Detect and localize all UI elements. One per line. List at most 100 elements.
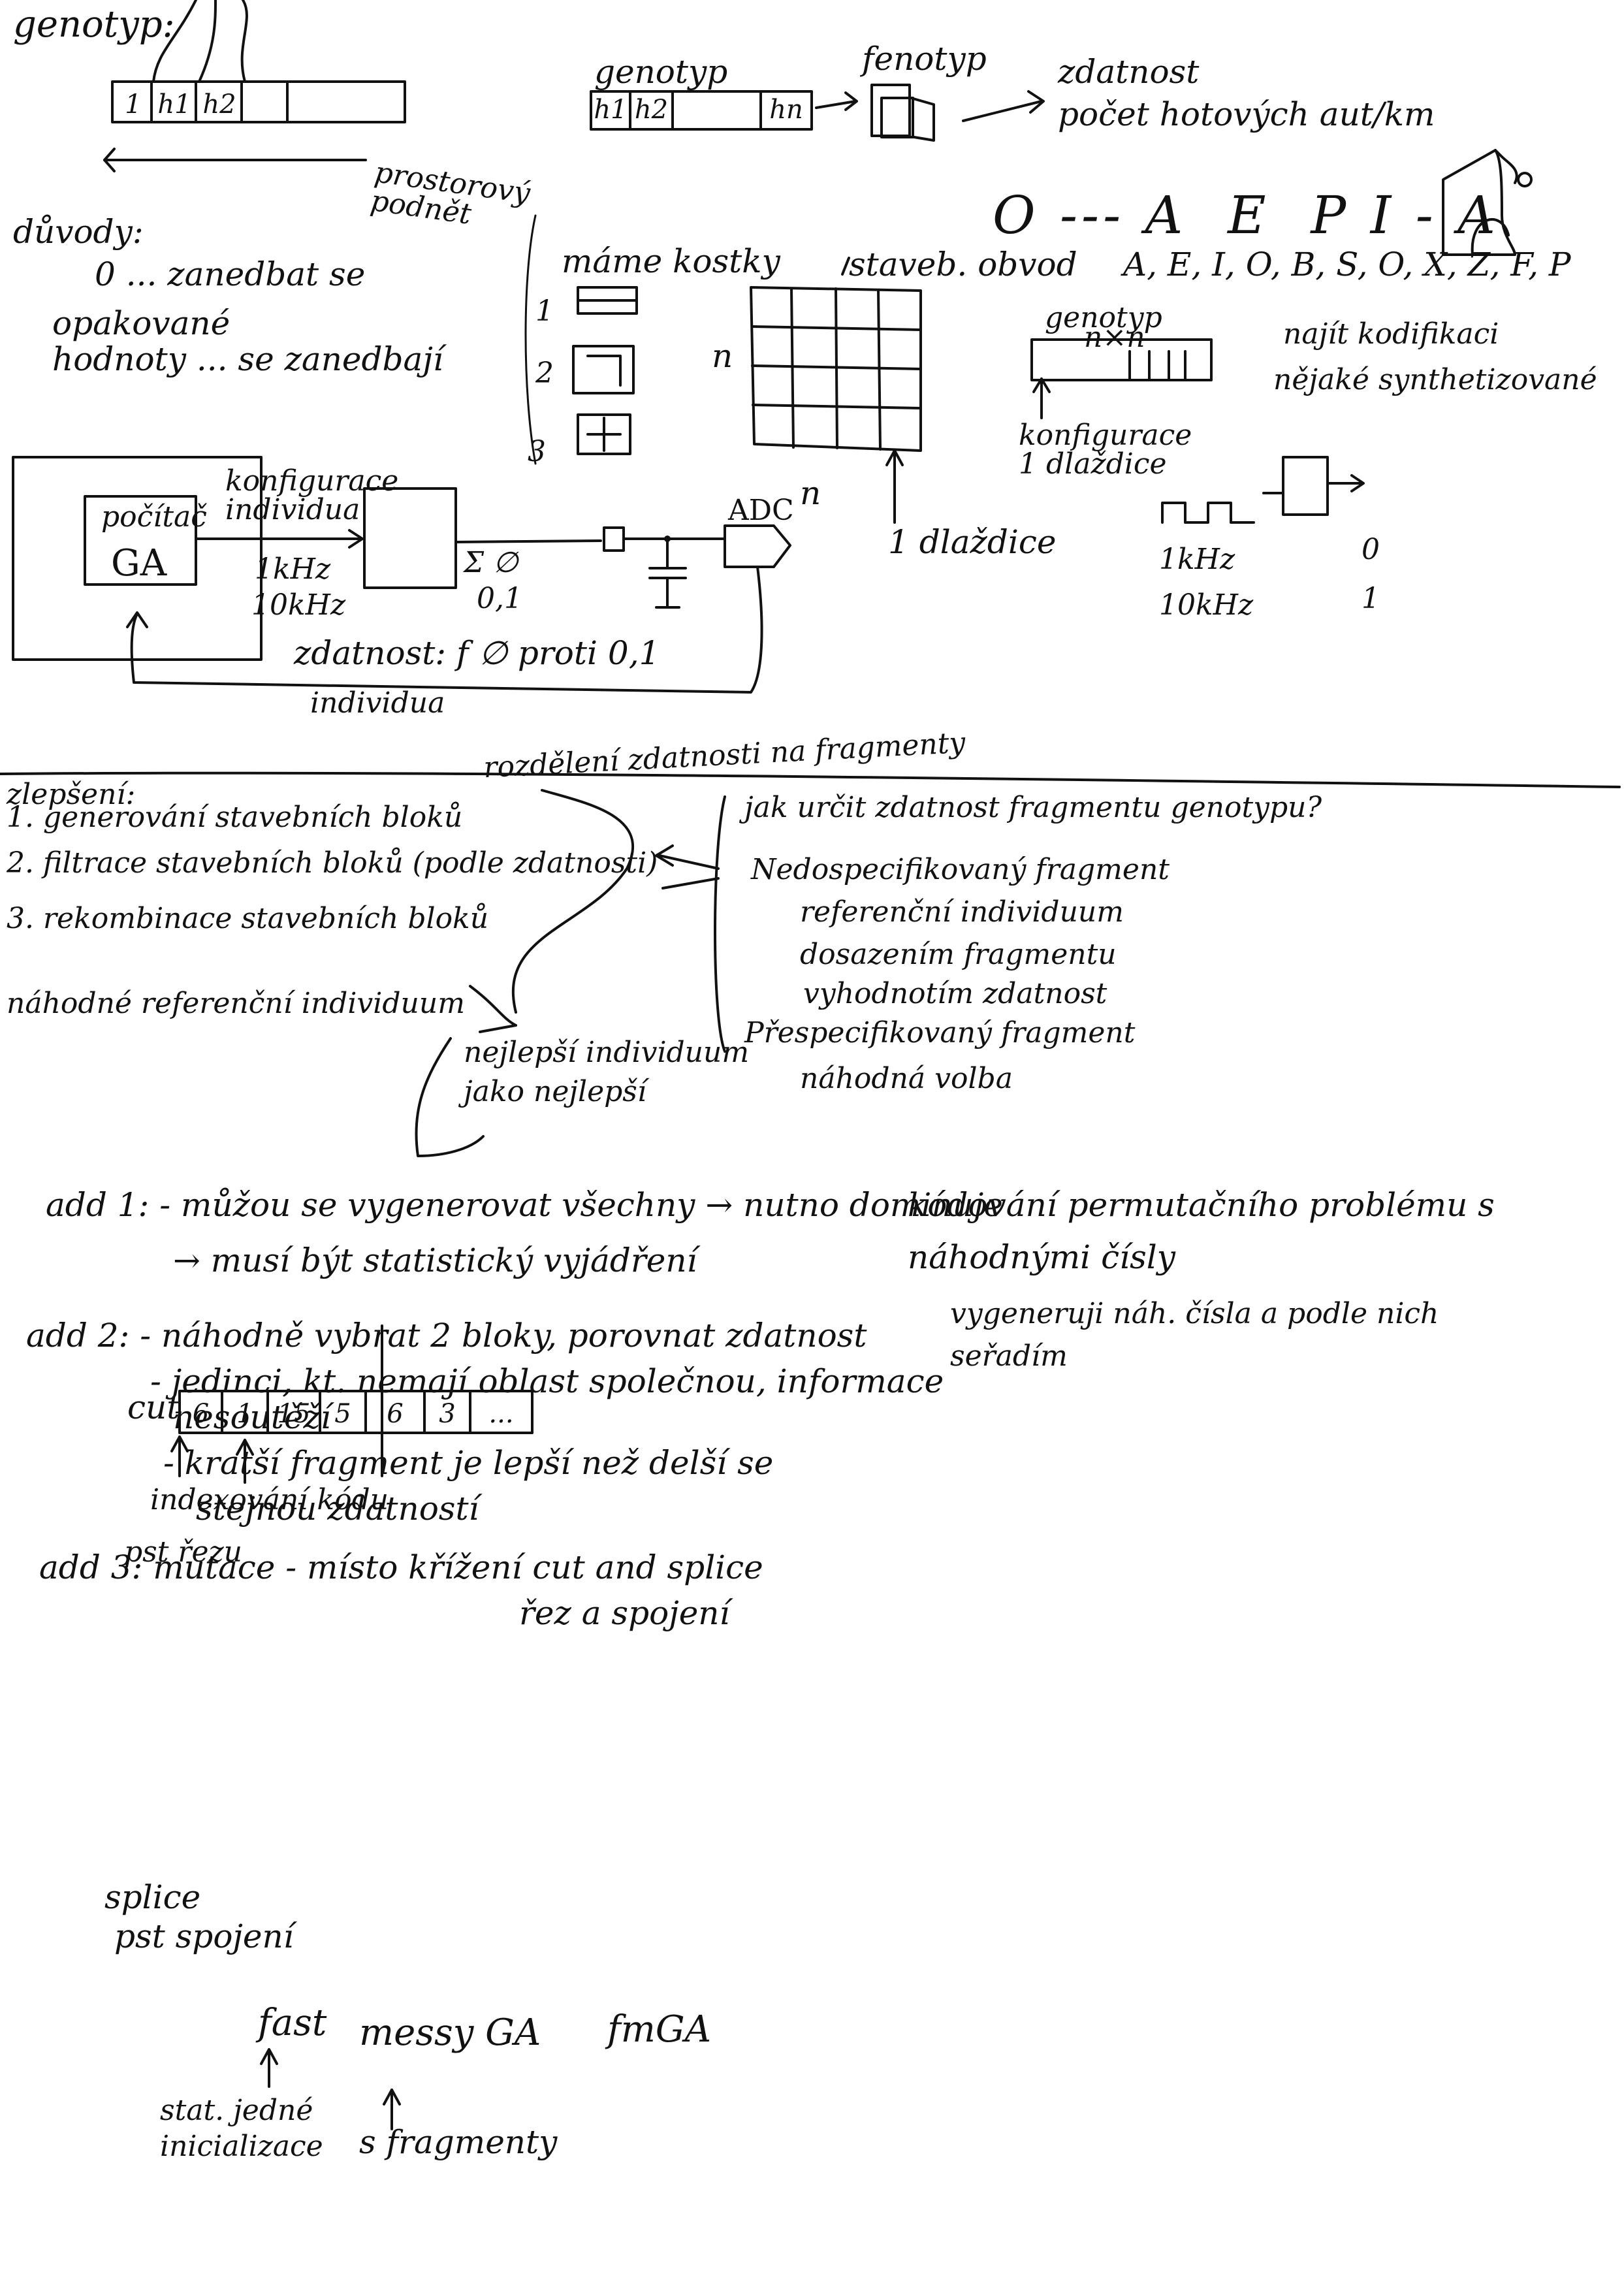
fitness-question: jak určit zdatnost fragmentu genotypu? — [744, 791, 1322, 824]
answer-line: Nedospecifikovaný fragment — [751, 853, 1170, 886]
reasons-line: 0 ... zanedbat se — [95, 255, 366, 293]
add-note: - kratší fragment je lepší než delší se — [163, 1444, 774, 1482]
cut-cell: 1 — [236, 1399, 253, 1429]
genotype-cell: h2 — [634, 95, 669, 125]
init-note: inicializace — [160, 2130, 323, 2163]
fmga-label: fmGA — [607, 2008, 712, 2051]
frequency-label: 10kHz — [251, 588, 346, 622]
genotyp-label: genotyp: — [13, 3, 175, 46]
output-value: 0 — [1361, 533, 1380, 566]
ga-label: GA — [111, 542, 167, 585]
reasons-line: hodnoty ... se zanedbají — [52, 340, 443, 378]
fenotyp-label: fenotyp — [862, 40, 987, 78]
encoding-note: náhodnými čísly — [908, 1238, 1175, 1276]
cut-sequence — [170, 1324, 533, 2130]
grid-size-label: n — [712, 337, 733, 375]
genotype-cell: hn — [769, 95, 803, 125]
algorithm-step: 1. generování stavebních bloků — [7, 801, 463, 834]
add-note: add 3: mutace - místo křížení cut and sp… — [39, 1548, 763, 1586]
sum-label: Σ ∅ — [464, 546, 518, 579]
encoding-note: vygeneruji náh. čísla a podle nich — [950, 1297, 1439, 1330]
frequency-label: 10kHz — [1159, 588, 1254, 622]
answer-line: referenční individuum — [800, 895, 1124, 929]
zdatnost-description: počet hotových aut/km — [1058, 95, 1435, 133]
fitness-formula: zdatnost: f ∅ proti 0,1 — [294, 634, 660, 672]
best-individual-note: nejlepší individuum — [464, 1036, 750, 1069]
cut-cell: 15 — [277, 1399, 311, 1429]
find-code-note: najít kodifikaci — [1283, 317, 1499, 351]
sum-range: 0,1 — [477, 582, 522, 615]
computer-label: počítač — [101, 500, 207, 534]
grid-size-label: n — [800, 474, 821, 512]
answer-line: náhodná volba — [800, 1062, 1013, 1095]
add-note: - jedinci, kt. nemají oblast společnou, … — [150, 1362, 944, 1400]
cut-label: cut — [127, 1388, 180, 1426]
reasons-heading: důvody: — [13, 213, 144, 251]
cut-cell: 5 — [334, 1399, 351, 1429]
add-note: add 2: - náhodně vybrat 2 bloky, porovna… — [26, 1317, 867, 1354]
answer-line: dosazením fragmentu — [800, 938, 1117, 971]
genotype-cell: 1 — [125, 89, 142, 120]
zdatnost-label: zdatnost — [1058, 53, 1200, 91]
frequency-label: 1kHz — [1159, 543, 1235, 576]
cut-cell: 3 — [439, 1399, 456, 1429]
tile-label: 1 dlaždice — [888, 523, 1057, 561]
random-reference-note: náhodné referenční individuum — [7, 987, 465, 1020]
cut-probability-label: pst řezu — [124, 1535, 243, 1569]
best-individual-note: jako nejlepší — [464, 1075, 646, 1108]
algorithm-step: 2. filtrace stavebních bloků (podle zdat… — [7, 846, 658, 880]
add-note: add 1: - můžou se vygenerovat všechny → … — [46, 1186, 1003, 1224]
clock-signal — [1030, 149, 1533, 524]
cipher-letters: A, E, I, O, B, S, O, X, Z, F, P — [1123, 246, 1571, 283]
encoding-note: seřadím — [950, 1339, 1068, 1373]
encoding-note: kódování permutačního problému s — [908, 1186, 1495, 1224]
fast-label: fast — [258, 2002, 327, 2044]
algorithm-step: 3. rekombinace stavebních bloků — [7, 902, 489, 935]
genotype-strip-1 — [103, 0, 406, 172]
genotype-cell: h1 — [157, 89, 191, 120]
circuit-grid — [750, 257, 922, 524]
output-value: 1 — [1361, 582, 1380, 615]
splice-label: splice — [104, 1878, 201, 1916]
cut-cell: ... — [488, 1399, 514, 1429]
nxn-label: n×n — [1084, 321, 1145, 354]
answer-line: Přespecifikovaný fragment — [744, 1016, 1136, 1049]
experiment-circuit — [12, 456, 791, 694]
add-note: řez a spojení — [519, 1594, 730, 1632]
building-blocks — [524, 214, 638, 465]
block-number: 1 — [535, 295, 554, 328]
genotyp-label-2: genotyp — [594, 53, 728, 91]
circuit-label: staveb. obvod — [849, 246, 1077, 283]
individual-label: individua — [310, 686, 445, 720]
add-note: → musí být statistický vyjádření — [173, 1242, 697, 1279]
init-note: stat. jedné — [160, 2094, 313, 2127]
improvements-heading: zlepšení: — [7, 778, 136, 811]
add-note: stejnou zdatností — [196, 1490, 479, 1528]
cut-cell: 6 — [192, 1399, 210, 1429]
genotype-cell: h1 — [594, 95, 628, 125]
individual-config-label: konfigurace individua — [225, 464, 399, 526]
configuration-note: konfigurace 1 dlaždice — [1019, 419, 1192, 481]
add-note: nesoutěží — [173, 1398, 331, 1436]
synthesized-note: nějaké synthetizované — [1273, 363, 1597, 396]
building-blocks-label: máme kostky — [562, 242, 780, 280]
indexing-label: indexování kódu — [150, 1483, 389, 1516]
reasons-line: opakované — [52, 304, 231, 342]
adc-label: ADC — [728, 494, 794, 527]
section-divider — [0, 771, 1621, 788]
block-number: 3 — [528, 435, 546, 468]
cipher-word: O --- A E P I - A — [993, 185, 1499, 246]
fragments-note: s fragmenty — [359, 2123, 558, 2161]
block-number: 2 — [535, 357, 554, 390]
cut-cell: 6 — [387, 1399, 404, 1429]
genotype-cell: h2 — [202, 89, 236, 120]
algorithm-arrows — [415, 789, 726, 1157]
answer-line: vyhodnotím zdatnost — [803, 977, 1107, 1010]
frequency-label: 1kHz — [255, 553, 331, 586]
messy-ga-label: messy GA — [359, 2011, 541, 2054]
genotype-strip-2 — [590, 84, 1045, 142]
genotyp-label-3: genotyp — [1045, 301, 1162, 334]
splice-probability-label: pst spojení — [114, 1917, 294, 1955]
